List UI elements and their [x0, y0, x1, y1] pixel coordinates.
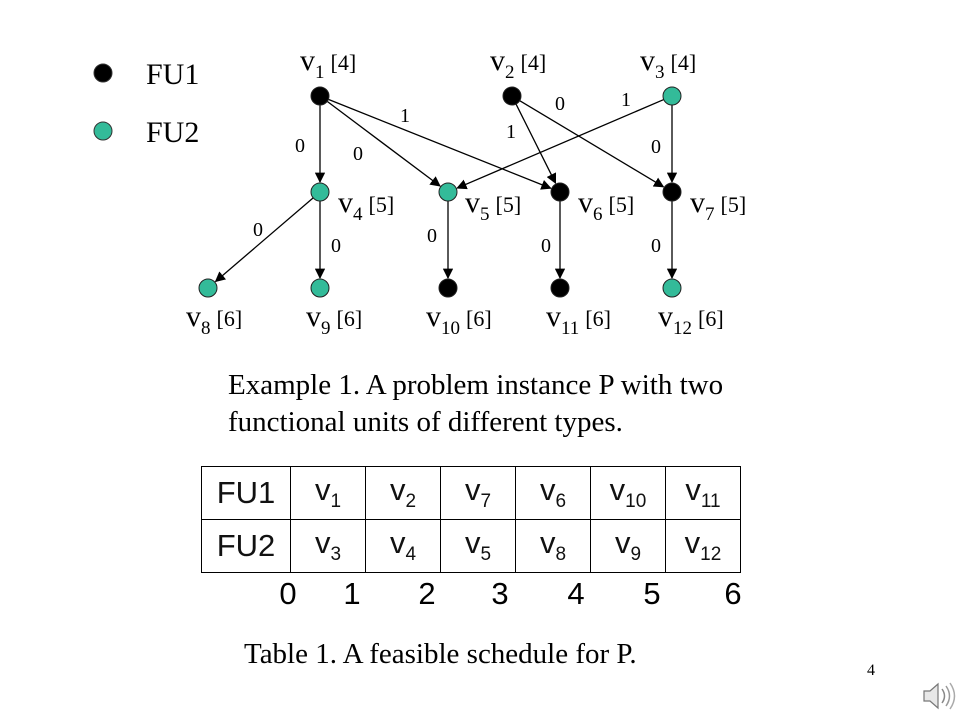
node-v8	[198, 278, 218, 298]
edge-v1-v6	[328, 98, 552, 190]
example-caption: Example 1. A problem instance P with two…	[228, 367, 828, 441]
schedule-cell: v10	[590, 466, 666, 520]
edge-v1-v5	[326, 100, 441, 187]
node-label-v10: v10[6]	[426, 300, 492, 339]
node-label-v5: v5[5]	[465, 186, 521, 225]
schedule-row-header: FU1	[201, 466, 291, 520]
edge-weight-v2-v7: 0	[555, 93, 565, 115]
node-v6	[550, 182, 570, 202]
schedule-cell: v8	[515, 519, 591, 573]
edge-weight-v4-v8: 0	[253, 219, 263, 241]
legend-marker-fu2	[93, 121, 113, 141]
edge-weight-v5-v10: 0	[427, 225, 437, 247]
edge-v2-v6	[515, 103, 557, 184]
example-caption-line1: Example 1. A problem instance P with two	[228, 369, 724, 401]
schedule-cell: v7	[440, 466, 516, 520]
schedule-cell: v12	[665, 519, 741, 573]
node-v1	[310, 86, 330, 106]
node-v3	[662, 86, 682, 106]
legend-label-fu1: FU1	[146, 58, 199, 91]
edge-weight-v7-v12: 0	[651, 235, 661, 257]
schedule-cell: v4	[365, 519, 441, 573]
node-v4	[310, 182, 330, 202]
node-label-v2: v2[4]	[490, 44, 546, 83]
edge-weight-v2-v6: 1	[506, 121, 516, 143]
time-tick: 0	[279, 576, 297, 611]
node-label-v8: v8[6]	[186, 300, 242, 339]
time-tick: 2	[418, 576, 436, 611]
schedule-cell: v2	[365, 466, 441, 520]
edge-weight-v1-v6: 1	[400, 105, 410, 127]
node-v5	[438, 182, 458, 202]
edge-weight-v4-v9: 0	[331, 235, 341, 257]
table-caption: Table 1. A feasible schedule for P.	[244, 638, 637, 670]
node-label-v7: v7[5]	[690, 186, 746, 225]
time-tick: 4	[567, 576, 585, 611]
edge-weight-v1-v5: 0	[353, 143, 363, 165]
node-label-v4: v4[5]	[338, 186, 394, 225]
node-v7	[662, 182, 682, 202]
schedule-row-header: FU2	[201, 519, 291, 573]
schedule-cell: v11	[665, 466, 741, 520]
node-v2	[502, 86, 522, 106]
schedule-cell: v3	[290, 519, 366, 573]
node-label-v1: v1[4]	[300, 44, 356, 83]
node-label-v3: v3[4]	[640, 44, 696, 83]
node-label-v9: v9[6]	[306, 300, 362, 339]
node-label-v6: v6[5]	[578, 186, 634, 225]
schedule-cell: v6	[515, 466, 591, 520]
time-tick: 5	[643, 576, 661, 611]
node-v10	[438, 278, 458, 298]
edge-weight-v1-v4: 0	[295, 135, 305, 157]
example-caption-line2: functional units of different types.	[228, 406, 623, 438]
schedule-cell: v9	[590, 519, 666, 573]
page-number: 4	[867, 662, 875, 679]
edge-v4-v8	[214, 197, 314, 283]
node-v9	[310, 278, 330, 298]
edge-v3-v5	[456, 98, 664, 190]
node-v11	[550, 278, 570, 298]
edge-weight-v3-v7: 0	[651, 136, 661, 158]
node-v12	[662, 278, 682, 298]
node-label-v11: v11[6]	[546, 300, 611, 339]
edge-weight-v3-v5: 1	[621, 89, 631, 111]
edge-weight-v6-v11: 0	[541, 235, 551, 257]
legend-marker-fu1	[93, 63, 113, 83]
time-tick: 6	[724, 576, 742, 611]
schedule-cell: v1	[290, 466, 366, 520]
schedule-cell: v5	[440, 519, 516, 573]
edge-v2-v7	[519, 100, 665, 188]
time-tick: 3	[491, 576, 509, 611]
speaker-icon[interactable]	[918, 676, 958, 716]
legend-label-fu2: FU2	[146, 116, 199, 149]
time-tick: 1	[343, 576, 361, 611]
node-label-v12: v12[6]	[658, 300, 724, 339]
